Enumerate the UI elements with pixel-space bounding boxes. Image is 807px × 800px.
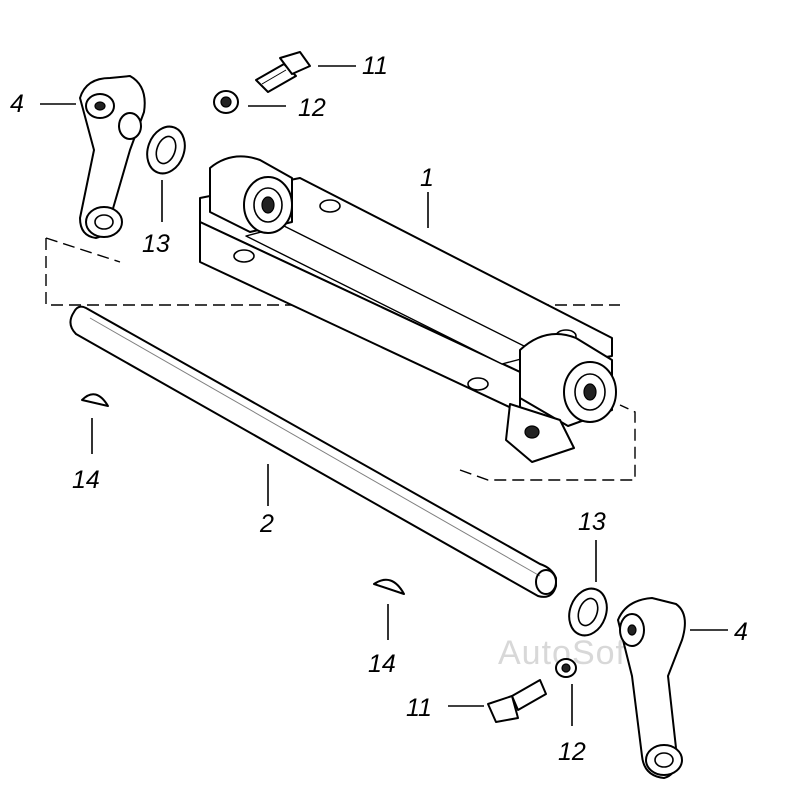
bolt-part-bottom bbox=[487, 679, 547, 723]
lever-arm-part-top bbox=[79, 75, 146, 239]
bolt-part-top bbox=[255, 51, 311, 93]
callout-13-bottom: 13 bbox=[578, 508, 606, 536]
callout-14-left: 14 bbox=[72, 466, 100, 494]
key-part-left bbox=[81, 393, 109, 407]
key-part-bottom bbox=[373, 578, 405, 595]
shaft-part bbox=[69, 305, 557, 598]
washer-part-top bbox=[146, 125, 186, 175]
leader-lines bbox=[40, 65, 728, 726]
washer-part-bottom bbox=[568, 587, 608, 637]
callout-4-top: 4 bbox=[10, 90, 24, 118]
callout-12-bottom: 12 bbox=[558, 738, 586, 766]
nut-part-top bbox=[213, 90, 239, 114]
callout-12-top: 12 bbox=[298, 94, 326, 122]
callout-4-bottom: 4 bbox=[734, 618, 748, 646]
callout-1: 1 bbox=[420, 164, 434, 192]
bracket-housing-part bbox=[199, 155, 617, 463]
nut-part-bottom bbox=[555, 658, 577, 678]
callout-13-top: 13 bbox=[142, 230, 170, 258]
callout-14-bottom: 14 bbox=[368, 650, 396, 678]
callout-11-bottom: 11 bbox=[406, 694, 432, 722]
lever-arm-part-bottom bbox=[617, 597, 686, 779]
callout-11-top: 11 bbox=[362, 52, 388, 80]
assembly-outline bbox=[45, 237, 636, 481]
callout-2: 2 bbox=[259, 510, 274, 538]
